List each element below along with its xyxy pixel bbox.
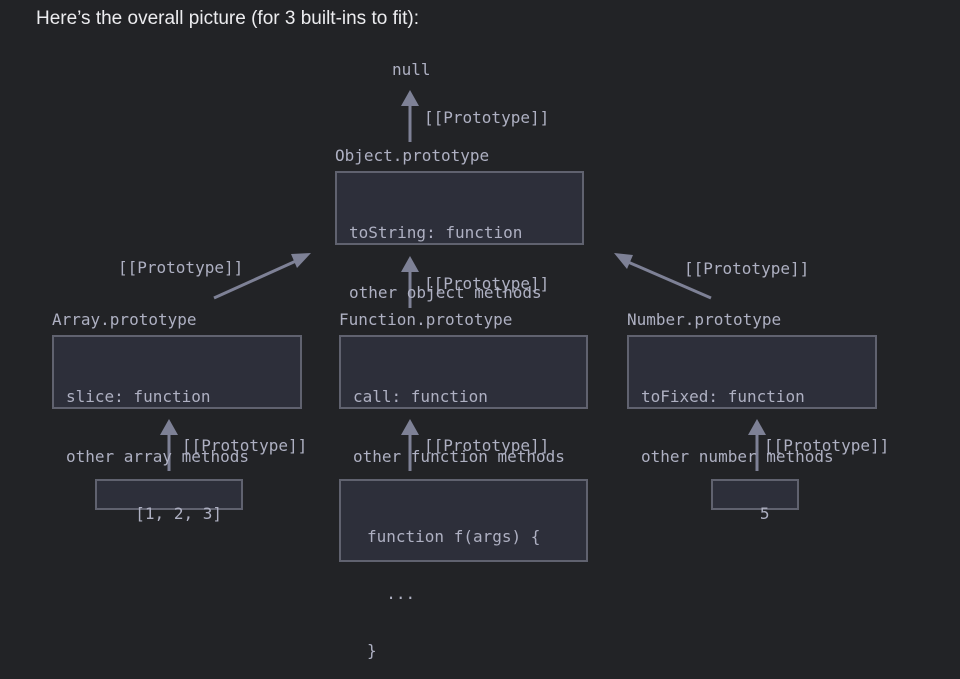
number-prototype-title: Number.prototype [627,310,782,329]
code-line: function f(args) { [367,527,541,546]
arrowhead-null [401,90,419,106]
arrow-array-to-object [213,259,297,300]
object-prototype-box: toString: function other object methods [335,171,584,302]
array-prototype-box: slice: function other array methods [52,335,302,466]
number-prototype-box: toFixed: function other number methods [627,335,877,466]
prototype-link-label: [[Prototype]] [182,436,308,455]
function-prototype-box: call: function other function methods [339,335,588,466]
box-line: toFixed: function [641,387,805,406]
arrowhead-function-instance [401,419,419,435]
array-instance-box: [1, 2, 3] [95,479,243,523]
null-label: null [392,60,431,79]
prototype-arrows [160,90,766,471]
arrowhead-object-right [614,253,633,269]
prototype-link-label: [[Prototype]] [764,436,890,455]
box-line: other number methods [641,447,834,466]
page-heading: Here’s the overall picture (for 3 built-… [36,8,419,29]
array-instance-value: [1, 2, 3] [135,504,222,523]
number-instance-box: 5 [711,479,799,523]
prototype-link-label: [[Prototype]] [684,259,810,278]
code-line: ... [367,584,416,603]
arrow-number-to-object [627,260,712,300]
box-line: other array methods [66,447,250,466]
arrowhead-number-instance [748,419,766,435]
arrowhead-object-center [401,256,419,272]
array-prototype-title: Array.prototype [52,310,197,329]
box-line: slice: function [66,387,211,406]
prototype-link-label: [[Prototype]] [118,258,244,277]
box-line: toString: function [349,223,523,242]
arrowhead-array-instance [160,419,178,435]
function-instance-box: function f(args) { ... } [339,479,588,660]
code-line: } [367,641,377,660]
prototype-link-label: [[Prototype]] [424,436,550,455]
prototype-link-label: [[Prototype]] [424,274,550,293]
object-prototype-title: Object.prototype [335,146,490,165]
arrowhead-object-left [291,253,311,268]
prototype-link-label: [[Prototype]] [424,108,550,127]
function-prototype-title: Function.prototype [339,310,513,329]
box-line: other function methods [353,447,565,466]
box-line: call: function [353,387,488,406]
box-line: other object methods [349,283,542,302]
number-instance-value: 5 [759,504,770,523]
